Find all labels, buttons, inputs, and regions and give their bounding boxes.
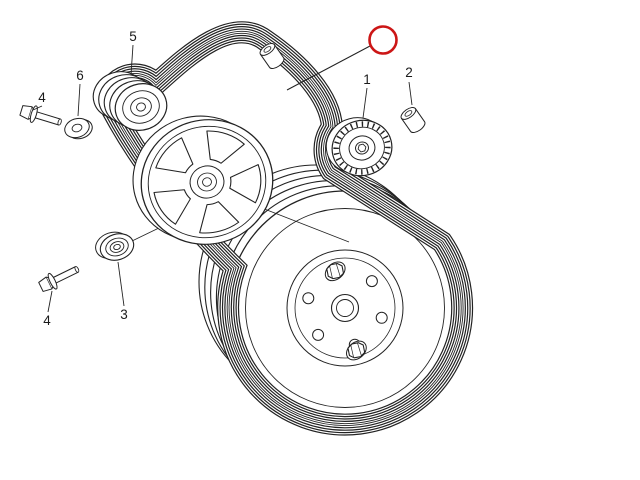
mounting-bolt-2b <box>398 104 428 136</box>
spoke-openings <box>153 130 262 234</box>
highlight-pointer-line <box>286 45 371 91</box>
leader-3 <box>117 261 125 307</box>
leader-lines <box>32 44 413 313</box>
callout-label-5[interactable]: 5 <box>129 29 137 44</box>
callout-label-3[interactable]: 3 <box>120 307 128 322</box>
five-spoke-pulley <box>132 115 274 245</box>
spacer-3 <box>95 231 135 261</box>
callout-label-2[interactable]: 2 <box>405 65 413 80</box>
callout-label-6[interactable]: 6 <box>76 68 84 83</box>
leader-1 <box>362 87 368 119</box>
leader-4-lower <box>47 290 53 313</box>
center-hex-icon <box>357 143 367 153</box>
idler-pulley <box>92 71 168 131</box>
callout-label-4-lower[interactable]: 4 <box>43 313 51 328</box>
leader-2 <box>408 81 413 106</box>
knurled-rim <box>333 121 391 175</box>
leader-5 <box>130 44 134 76</box>
highlight-circle[interactable] <box>368 25 398 55</box>
tensioner-pulley <box>325 117 393 177</box>
hex-bolt-4-lower <box>36 260 83 296</box>
callout-label-4-upper[interactable]: 4 <box>38 90 46 105</box>
leader-6 <box>77 83 81 117</box>
washer-6 <box>64 117 93 140</box>
crankshaft-pulley <box>198 164 463 426</box>
leader-4-upper <box>32 105 43 111</box>
callout-label-1[interactable]: 1 <box>363 72 371 87</box>
